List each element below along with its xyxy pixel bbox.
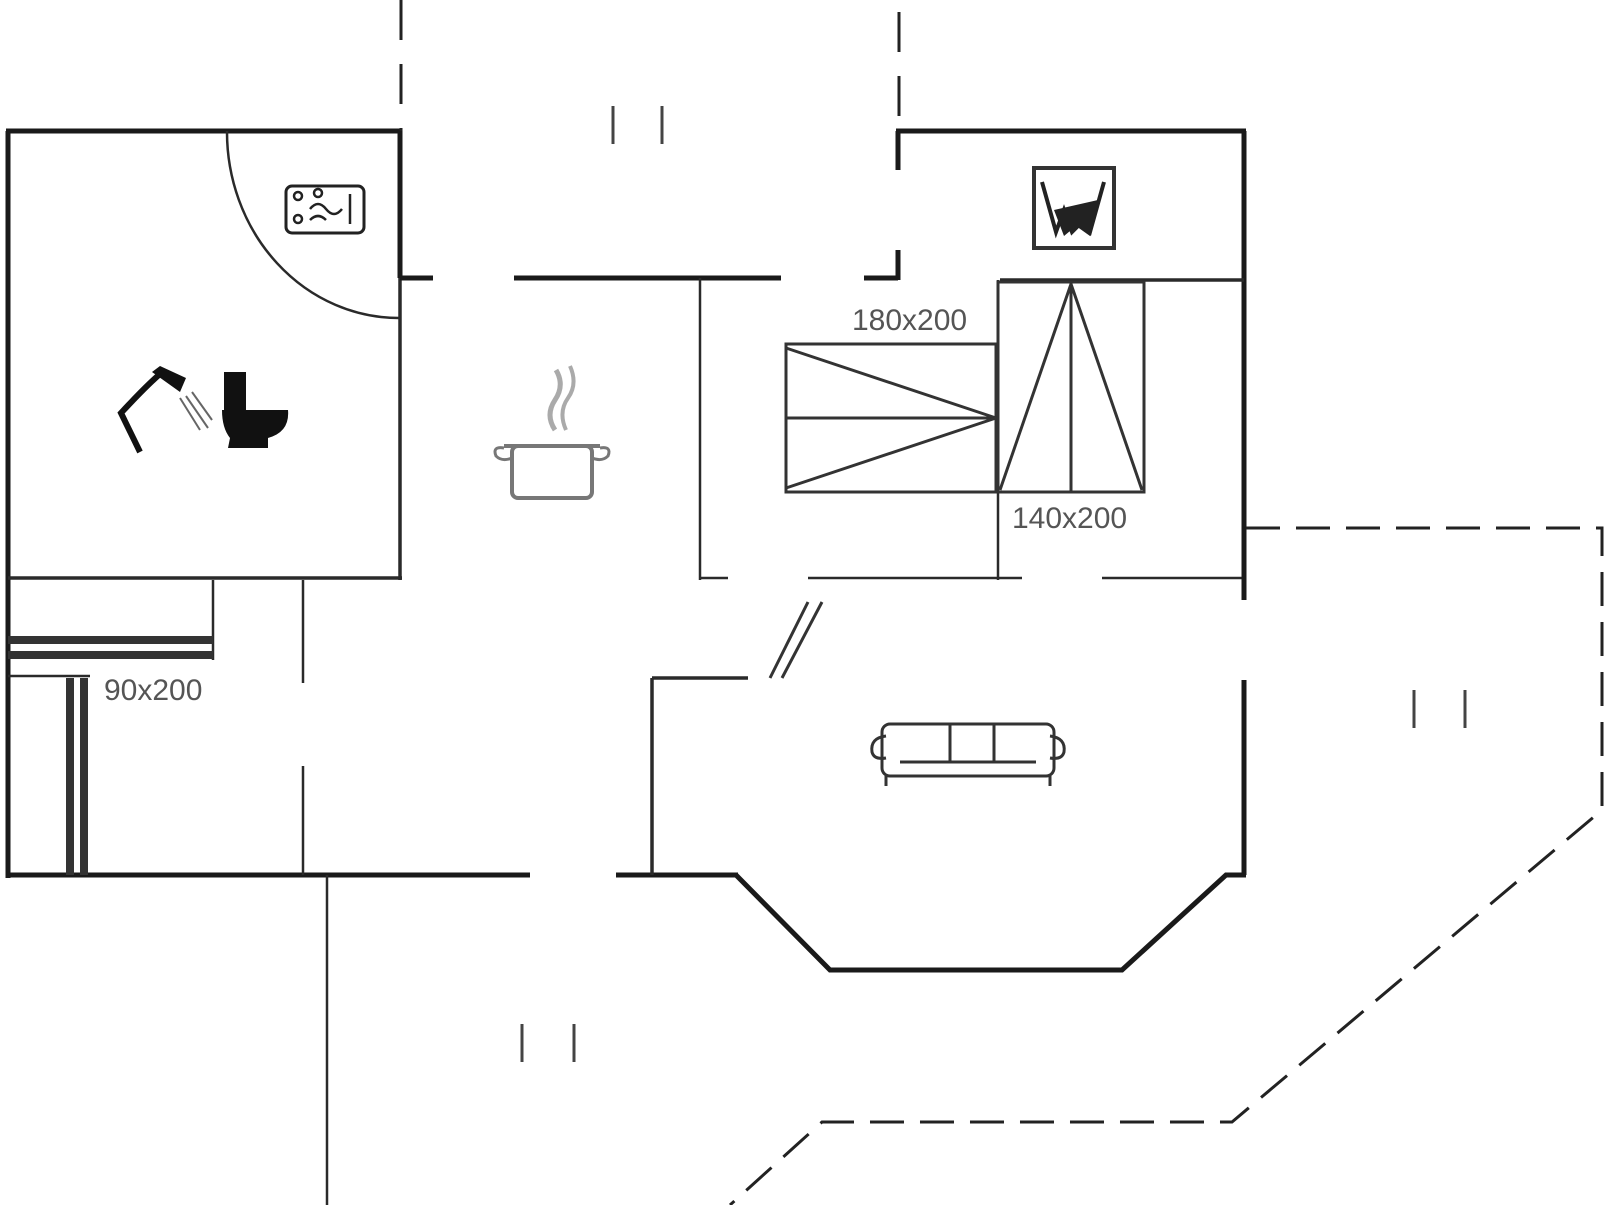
sauna-stove-icon: [1032, 166, 1116, 250]
kitchen: [400, 275, 1242, 580]
living-room: [650, 601, 1247, 973]
shower-icon: [117, 366, 213, 454]
toilet-icon: [222, 372, 289, 448]
terrace-outlines: [399, 0, 1604, 1205]
sauna: [895, 128, 1247, 600]
sofa-icon: [870, 722, 1066, 786]
bed-140-label: 140x200: [1012, 502, 1127, 535]
single-bedroom: [8, 580, 738, 1205]
cooking-pot-icon: [493, 365, 611, 500]
bed-90-label: 90x200: [104, 674, 202, 707]
double-bedroom: [784, 280, 1146, 580]
bed-180-label: 180x200: [852, 304, 967, 337]
washing-machine-icon: [284, 184, 366, 235]
grid-markers: [520, 106, 1467, 1062]
bathroom-door-swing: [225, 130, 400, 320]
bathroom: [5, 128, 403, 878]
